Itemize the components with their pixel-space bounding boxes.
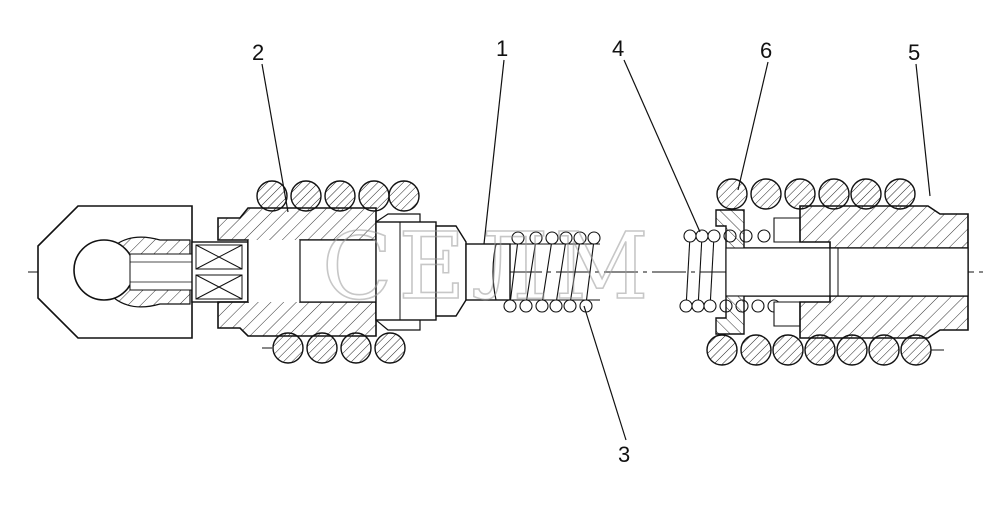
ball-socket-fork [37, 205, 193, 339]
callout-2: 2 [252, 40, 264, 65]
callout-4: 4 [612, 36, 624, 61]
ball-joint [73, 239, 135, 301]
callout-3: 3 [618, 442, 630, 467]
outer-coil-right [706, 178, 944, 366]
callout-5: 5 [908, 40, 920, 65]
spring-part-3 [503, 231, 601, 313]
leader-lines [261, 59, 931, 441]
housing-part-5 [799, 205, 969, 339]
callout-1: 1 [496, 36, 508, 61]
housing-part-2 [217, 207, 467, 337]
threaded-connector [191, 241, 249, 303]
sleeve-part-6 [715, 209, 831, 335]
watermark-text: СЕЛМ [322, 213, 655, 320]
callout-6: 6 [760, 38, 772, 63]
outer-coil-left [256, 180, 420, 364]
rod-part-1 [465, 243, 600, 301]
